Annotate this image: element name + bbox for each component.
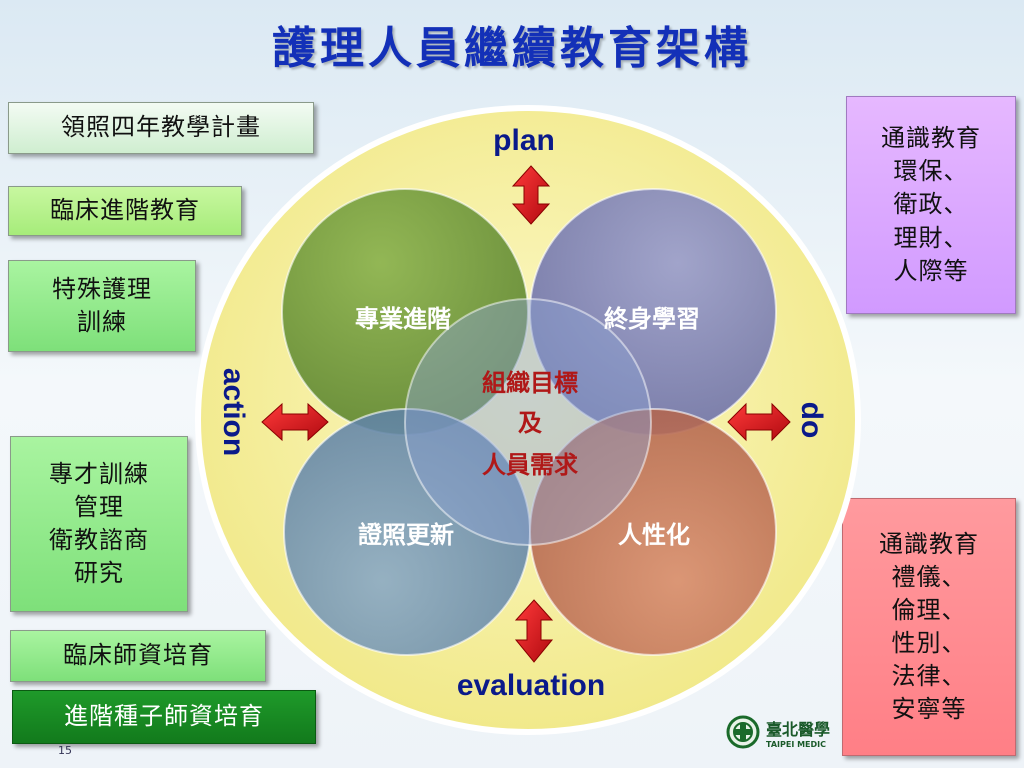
box-clinical-advanced-education: 臨床進階教育	[8, 186, 242, 236]
box-line: 臨床師資培育	[63, 641, 213, 670]
label-plan: plan	[493, 124, 555, 157]
arrow-do	[727, 402, 791, 442]
box-four-year-teaching-plan: 領照四年教學計畫	[8, 102, 314, 154]
box-line: 管理	[74, 492, 124, 521]
center-label-line-3: 人員需求	[482, 450, 578, 479]
box-line: 禮儀、	[891, 562, 967, 591]
arrow-plan	[511, 165, 551, 225]
box-line: 安寧等	[891, 695, 967, 724]
university-logo: 臺北醫學 TAIPEI MEDIC	[726, 712, 842, 752]
logo-text-en: TAIPEI MEDIC	[766, 739, 827, 749]
quadrant-label-top-left: 專業進階	[355, 304, 451, 333]
quadrant-label-bottom-right: 人性化	[618, 520, 690, 549]
page-title: 護理人員繼續教育架構	[272, 23, 752, 74]
label-do: do	[795, 402, 828, 439]
box-line: 通識教育	[881, 124, 981, 153]
circle-center	[404, 298, 652, 546]
quadrant-label-top-right: 終身學習	[604, 304, 700, 333]
box-line: 研究	[74, 559, 124, 588]
box-line: 衛政、	[893, 190, 969, 219]
box-general-education-top: 通識教育 環保、 衛政、 理財、 人際等	[846, 96, 1016, 314]
center-label-line-1: 組織目標	[482, 368, 578, 397]
box-line: 進階種子師資培育	[64, 702, 264, 731]
seal-icon	[726, 715, 760, 749]
box-line: 衛教諮商	[49, 526, 149, 554]
box-clinical-faculty-training: 臨床師資培育	[10, 630, 266, 682]
logo-text-zh: 臺北醫學	[766, 719, 831, 739]
box-general-education-bottom: 通識教育 禮儀、 倫理、 性別、 法律、 安寧等	[842, 498, 1016, 756]
box-line: 人際等	[893, 256, 969, 285]
quadrant-circles	[281, 188, 777, 656]
label-action: action	[217, 368, 250, 456]
circle-bottom-right	[529, 408, 777, 656]
box-line: 特殊護理	[52, 274, 152, 303]
box-advanced-seed-faculty-training: 進階種子師資培育	[12, 690, 316, 744]
box-special-nursing-training: 特殊護理 訓練	[8, 260, 196, 352]
box-line: 性別、	[891, 629, 967, 657]
arrow-action	[261, 402, 329, 442]
label-evaluation: evaluation	[457, 669, 605, 702]
box-line: 訓練	[77, 308, 127, 336]
page-number: 15	[58, 744, 72, 757]
box-line: 專才訓練	[49, 459, 149, 488]
box-line: 環保、	[893, 157, 969, 186]
box-line: 臨床進階教育	[50, 196, 200, 225]
quadrant-label-bottom-left: 證照更新	[358, 520, 454, 549]
box-line: 法律、	[891, 662, 967, 691]
box-line: 領照四年教學計畫	[61, 113, 261, 142]
arrow-evaluation	[514, 599, 554, 663]
box-line: 理財、	[893, 223, 969, 252]
box-line: 通識教育	[879, 529, 979, 558]
box-line: 倫理、	[891, 595, 967, 624]
box-specialist-training: 專才訓練 管理 衛教諮商 研究	[10, 436, 188, 612]
center-label-line-2: 及	[518, 408, 542, 437]
